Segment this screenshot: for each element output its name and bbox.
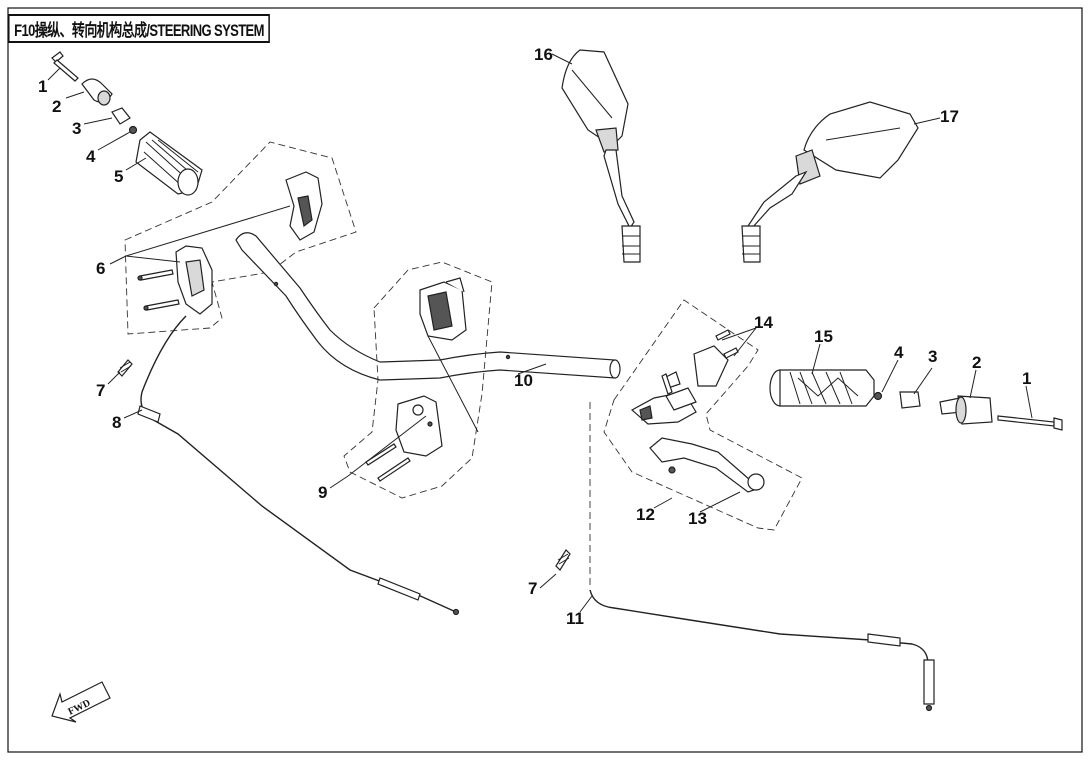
left-washer — [128, 125, 138, 135]
callout-right-13: 13 — [688, 509, 707, 528]
left-cable-nipple — [452, 608, 460, 616]
callout-16: 16 — [534, 45, 553, 64]
center-switch-screws — [365, 443, 411, 482]
forward-arrow-icon — [51, 681, 111, 723]
callout-left-2: 2 — [52, 97, 61, 116]
center-switch-lower-housing — [395, 395, 443, 457]
callout-right-14: 14 — [754, 313, 773, 332]
left-mirror — [561, 49, 641, 263]
callout-right-3: 3 — [928, 347, 937, 366]
brake-lever — [649, 437, 765, 493]
callout-left-4: 4 — [86, 147, 96, 166]
callout-17: 17 — [940, 107, 959, 126]
right-cable-nipple — [925, 704, 933, 712]
leader-lines — [47, 53, 1033, 613]
callout-right-11: 11 — [566, 609, 584, 628]
left-switch-group-outline — [124, 141, 357, 335]
master-cylinder-body — [630, 387, 697, 425]
callout-right-1: 1 — [1022, 369, 1031, 388]
callout-left-8: 8 — [112, 413, 121, 432]
right-mirror — [741, 101, 919, 263]
right-cable-clip — [555, 549, 571, 571]
left-cable-clip — [117, 359, 133, 377]
right-lever-group-outline — [603, 299, 803, 531]
callout-right-2: 2 — [972, 353, 981, 372]
frame-border — [7, 7, 1083, 753]
left-clutch-cable — [140, 315, 457, 613]
left-cable-adjuster — [137, 405, 161, 423]
callout-right-4: 4 — [894, 343, 904, 362]
left-grip — [135, 131, 203, 196]
center-switch-group-outline — [343, 261, 493, 499]
callout-right-15: 15 — [814, 327, 833, 346]
left-spacer — [111, 107, 131, 125]
callout-right-7: 7 — [528, 579, 537, 598]
right-bar-end-weight — [939, 395, 993, 425]
left-bar-end-weight — [81, 78, 113, 106]
right-cable-end-fitting — [923, 659, 935, 705]
right-spacer — [899, 391, 921, 409]
callout-left-7: 7 — [96, 381, 105, 400]
left-bolt — [51, 51, 79, 82]
center-switch-upper-housing — [419, 277, 467, 341]
left-cable-end-fitting — [377, 577, 421, 601]
callout-left-5: 5 — [114, 167, 123, 186]
right-throttle-cable — [589, 589, 931, 703]
callout-right-12: 12 — [636, 505, 655, 524]
right-lever-screws — [661, 329, 739, 395]
right-washer — [873, 391, 883, 401]
right-bolt — [997, 415, 1063, 431]
left-switch-screws — [137, 269, 180, 311]
left-switch-lower-housing — [175, 245, 213, 315]
callout-left-9: 9 — [318, 483, 327, 502]
left-switch-upper-housing — [285, 171, 323, 241]
right-cable-adjuster — [867, 633, 901, 647]
master-cylinder-bracket — [663, 345, 729, 389]
diagram-title: F10操纵、转向机构总成/STEERING SYSTEM — [8, 14, 270, 43]
right-grip — [769, 369, 875, 407]
callout-left-6: 6 — [96, 259, 105, 278]
callout-10: 10 — [514, 371, 533, 390]
callout-left-1: 1 — [38, 77, 47, 96]
callout-left-3: 3 — [72, 119, 81, 138]
handlebar — [235, 232, 621, 381]
